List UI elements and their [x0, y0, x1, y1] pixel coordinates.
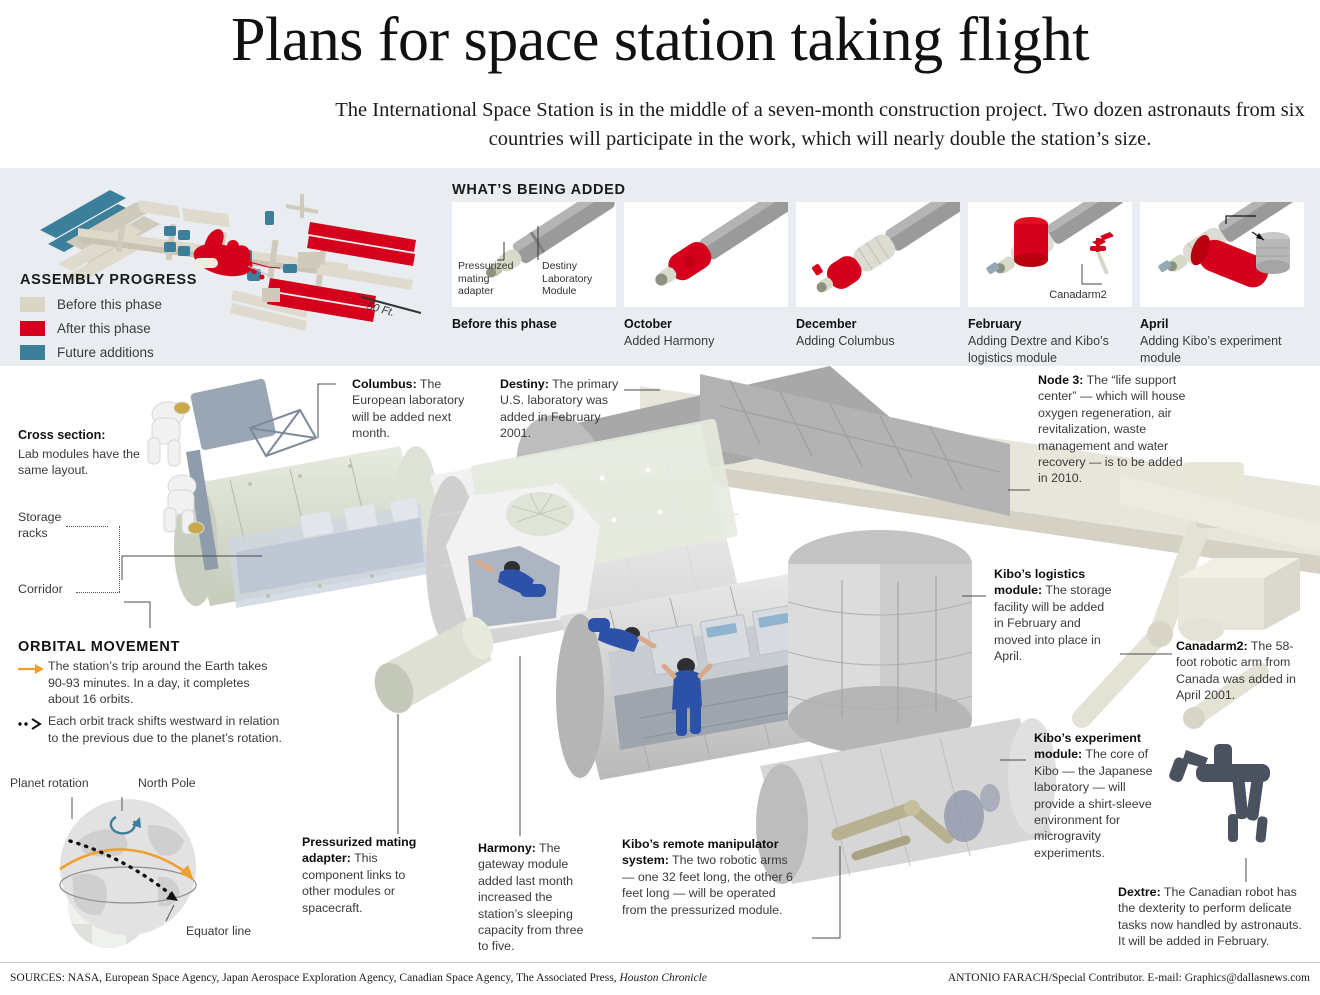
callout-kibo-rms-body: The two robotic arms — one 32 feet long,… — [622, 853, 793, 917]
callout-dextre-title: Dextre: — [1118, 885, 1161, 899]
phase-caption-december: December Adding Columbus — [796, 316, 960, 350]
cross-section-title: Cross section: — [18, 428, 106, 442]
whats-being-added-title: WHAT’S BEING ADDED — [452, 182, 626, 198]
cross-section-body: Lab modules have the same layout. — [18, 447, 140, 478]
main-illustration-area: Cross section: Lab modules have the same… — [0, 366, 1320, 962]
callout-kibo-logistics-body: The storage facility will be added in Fe… — [994, 583, 1112, 663]
legend-item-after: After this phase — [20, 318, 162, 339]
legend-swatch-after — [20, 321, 45, 336]
phase-caption-february: February Adding Dextre and Kibo’s logist… — [968, 316, 1132, 367]
svg-text:Canadarm2: Canadarm2 — [1049, 289, 1106, 301]
phase-card-february: Canadarm2 February Adding Dextre and Kib… — [968, 202, 1132, 367]
footer-sources-text: SOURCES: NASA, European Space Agency, Ja… — [10, 972, 620, 984]
dotted-arrow-icon — [18, 717, 44, 731]
phase-image-december — [796, 202, 960, 307]
callout-kibo-rms-title: Kibo’s remote manipulator system: — [622, 837, 779, 868]
label-equator-line: Equator line — [186, 924, 252, 938]
callout-kibo-logistics-title: Kibo’s logistics module: — [994, 567, 1086, 598]
callout-node3-body: The “life support center” — which will h… — [1038, 373, 1186, 486]
callout-pma-title: Pressurized mating adapter: — [302, 835, 417, 866]
phase-desc-february: Adding Dextre and Kibo’s logistics modul… — [968, 333, 1109, 365]
phase-month-december: December — [796, 317, 857, 331]
callout-harmony: Harmony: The gateway module added last m… — [478, 840, 590, 955]
solid-arrow-icon — [18, 662, 44, 676]
orbit-globe-diagram — [8, 781, 288, 941]
scale-bar: 50 Ft. — [360, 296, 428, 320]
footer-credit: ANTONIO FARACH/Special Contributor. E-ma… — [947, 972, 1310, 984]
assembly-progress-legend: Before this phase After this phase Futur… — [20, 294, 162, 366]
phase-card-october: October Added Harmony — [624, 202, 788, 367]
phase-card-december: December Adding Columbus — [796, 202, 960, 367]
cross-section-heading: Cross section: — [18, 428, 105, 442]
callout-kibo-experiment: Kibo’s experiment module: The core of Ki… — [1034, 730, 1162, 861]
legend-swatch-before — [20, 297, 45, 312]
legend-item-future: Future additions — [20, 342, 162, 363]
phase-month-before: Before this phase — [452, 317, 557, 331]
callout-columbus: Columbus: The European laboratory will b… — [352, 376, 480, 442]
phase-caption-october: October Added Harmony — [624, 316, 788, 350]
label-planet-rotation: Planet rotation — [10, 776, 89, 790]
callout-kibo-logistics: Kibo’s logistics module: The storage fac… — [994, 566, 1112, 664]
orbital-item-2-text: Each orbit track shifts westward in rela… — [48, 714, 282, 745]
callout-harmony-body: The gateway module added last month incr… — [478, 841, 584, 954]
footer-sources-italic: Houston Chronicle — [619, 972, 707, 984]
callout-kibo-rms: Kibo’s remote manipulator system: The tw… — [622, 836, 794, 918]
footer-sources: SOURCES: NASA, European Space Agency, Ja… — [10, 972, 707, 984]
callout-node3-title: Node 3: — [1038, 373, 1084, 387]
corridor-leader-h — [76, 592, 120, 593]
iss-overview-illustration — [18, 172, 433, 347]
legend-swatch-future — [20, 345, 45, 360]
phase-image-february: Canadarm2 — [968, 202, 1132, 307]
legend-label-before: Before this phase — [57, 297, 163, 312]
phase-month-april: April — [1140, 317, 1169, 331]
station-cutaway-illustration — [121, 366, 1320, 939]
corridor-label: Corridor — [18, 582, 63, 596]
callout-kibo-experiment-title: Kibo’s experiment module: — [1034, 731, 1141, 762]
phase-image-april — [1140, 202, 1304, 307]
callout-columbus-title: Columbus: — [352, 377, 417, 391]
legend-label-future: Future additions — [57, 345, 154, 360]
callout-dextre-body: The Canadian robot has the dexterity to … — [1118, 885, 1302, 949]
callout-destiny-body: The primary U.S. laboratory was added in… — [500, 377, 619, 441]
phase-month-october: October — [624, 317, 672, 331]
page-deck: The International Space Station is in th… — [335, 99, 1305, 151]
assembly-progress-title: ASSEMBLY PROGRESS — [20, 272, 198, 288]
callout-canadarm2-title: Canadarm2: — [1176, 639, 1248, 653]
phase-month-february: February — [968, 317, 1022, 331]
callout-dextre: Dextre: The Canadian robot has the dexte… — [1118, 884, 1312, 950]
label-north-pole: North Pole — [138, 776, 196, 790]
callout-columbus-body: The European laboratory will be added ne… — [352, 377, 465, 441]
corridor-leader-v — [119, 526, 120, 592]
legend-item-before: Before this phase — [20, 294, 162, 315]
phase-card-april: April Adding Kibo’s experiment module — [1140, 202, 1304, 367]
callout-canadarm2-body: The 58-foot robotic arm from Canada was … — [1176, 639, 1296, 703]
phase-caption-before: Before this phase — [452, 316, 616, 333]
phase-caption-april: April Adding Kibo’s experiment module — [1140, 316, 1304, 367]
phase-image-october — [624, 202, 788, 307]
phase-desc-december: Adding Columbus — [796, 333, 895, 348]
page-title: Plans for space station taking flight — [231, 6, 1089, 74]
phase-desc-april: Adding Kibo’s experiment module — [1140, 333, 1282, 365]
phase-desc-october: Added Harmony — [624, 333, 715, 348]
callout-destiny-title: Destiny: — [500, 377, 549, 391]
callout-kibo-experiment-body: The core of Kibo — the Japanese laborato… — [1034, 747, 1153, 860]
orbital-item-1-text: The station’s trip around the Earth take… — [48, 659, 268, 707]
storage-racks-leader — [66, 526, 108, 527]
orbital-movement-heading: ORBITAL MOVEMENT — [18, 639, 181, 655]
callout-node3: Node 3: The “life support center” — whic… — [1038, 372, 1190, 487]
callout-pma-body: This component links to other modules or… — [302, 851, 406, 915]
footer-divider — [0, 962, 1320, 963]
callout-canadarm2: Canadarm2: The 58-foot robotic arm from … — [1176, 638, 1312, 704]
legend-label-after: After this phase — [57, 321, 151, 336]
callout-pma: Pressurized mating adapter: This compone… — [302, 834, 430, 916]
callout-harmony-title: Harmony: — [478, 841, 536, 855]
callout-destiny: Destiny: The primary U.S. laboratory was… — [500, 376, 624, 442]
